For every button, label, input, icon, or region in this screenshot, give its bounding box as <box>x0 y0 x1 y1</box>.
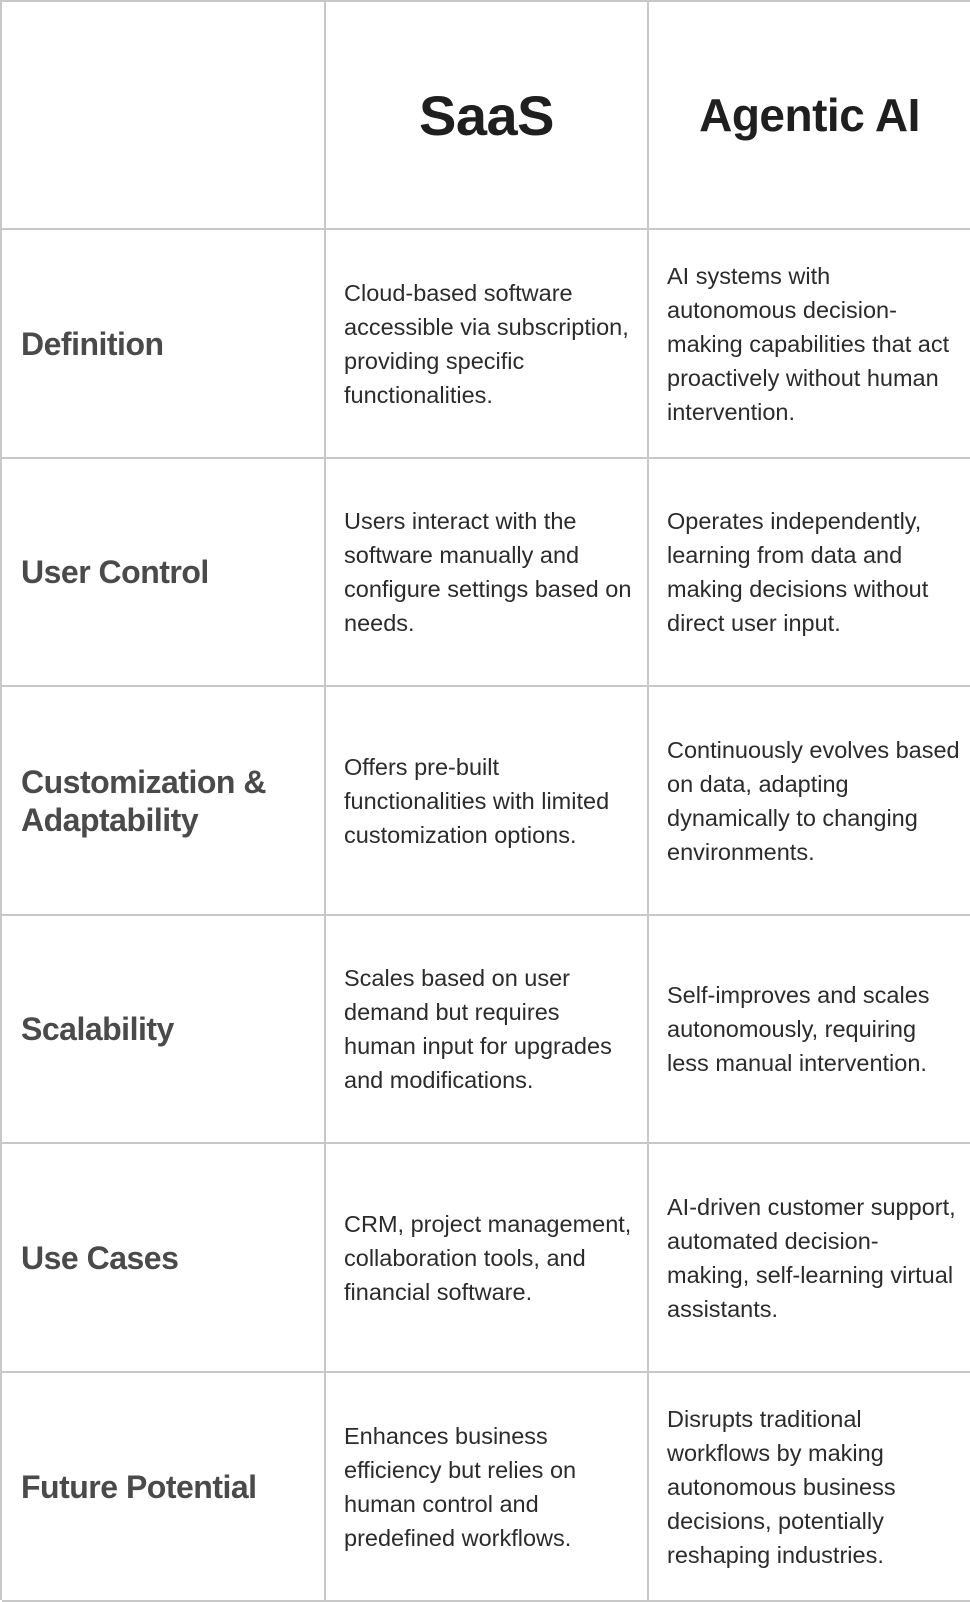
agentic-scalability-text: Self-improves and scales autonomously, r… <box>667 982 930 1076</box>
agentic-future-potential-text: Disrupts traditional workflows by making… <box>667 1405 896 1568</box>
header-saas-cell: SaaS <box>326 2 649 230</box>
header-agentic-cell: Agentic AI <box>649 2 970 230</box>
row-label-cell: Future Potential <box>2 1373 326 1602</box>
row-label-definition: Definition <box>21 325 164 362</box>
saas-cell: Cloud-based software accessible via subs… <box>326 230 649 459</box>
saas-future-potential-text: Enhances business efficiency but relies … <box>344 1422 577 1551</box>
row-label-cell: Definition <box>2 230 326 459</box>
agentic-cell: AI-driven customer support, automated de… <box>649 1144 970 1373</box>
row-label-cell: User Control <box>2 459 326 687</box>
row-label-customization: Customization & Adaptability <box>21 763 266 838</box>
column-header-agentic-ai: Agentic AI <box>699 89 920 141</box>
saas-cell: Enhances business efficiency but relies … <box>326 1373 649 1602</box>
agentic-cell: Continuously evolves based on data, adap… <box>649 687 970 916</box>
agentic-cell: AI systems with autonomous decision-maki… <box>649 230 970 459</box>
saas-user-control-text: Users interact with the software manuall… <box>344 508 632 636</box>
row-label-cell: Use Cases <box>2 1144 326 1373</box>
agentic-use-cases-text: AI-driven customer support, automated de… <box>667 1193 956 1322</box>
agentic-definition-text: AI systems with autonomous decision-maki… <box>667 262 950 425</box>
row-label-cell: Customization & Adaptability <box>2 687 326 916</box>
agentic-user-control-text: Operates independently, learning from da… <box>667 508 929 636</box>
saas-cell: Scales based on user demand but requires… <box>326 916 649 1144</box>
agentic-cell: Operates independently, learning from da… <box>649 459 970 687</box>
row-label-cell: Scalability <box>2 916 326 1144</box>
row-label-user-control: User Control <box>21 554 209 590</box>
saas-customization-text: Offers pre-built functionalities with li… <box>344 753 610 848</box>
header-corner-cell <box>2 2 326 230</box>
agentic-cell: Disrupts traditional workflows by making… <box>649 1373 970 1602</box>
row-label-use-cases: Use Cases <box>21 1239 179 1276</box>
saas-cell: Users interact with the software manuall… <box>326 459 649 687</box>
saas-use-cases-text: CRM, project management, collaboration t… <box>344 1210 632 1305</box>
agentic-customization-text: Continuously evolves based on data, adap… <box>667 736 960 865</box>
saas-scalability-text: Scales based on user demand but requires… <box>344 965 612 1093</box>
column-header-saas: SaaS <box>419 83 555 147</box>
agentic-cell: Self-improves and scales autonomously, r… <box>649 916 970 1144</box>
row-label-future-potential: Future Potential <box>21 1468 257 1505</box>
saas-cell: Offers pre-built functionalities with li… <box>326 687 649 916</box>
saas-definition-text: Cloud-based software accessible via subs… <box>344 279 629 408</box>
row-label-scalability: Scalability <box>21 1011 174 1047</box>
saas-cell: CRM, project management, collaboration t… <box>326 1144 649 1373</box>
